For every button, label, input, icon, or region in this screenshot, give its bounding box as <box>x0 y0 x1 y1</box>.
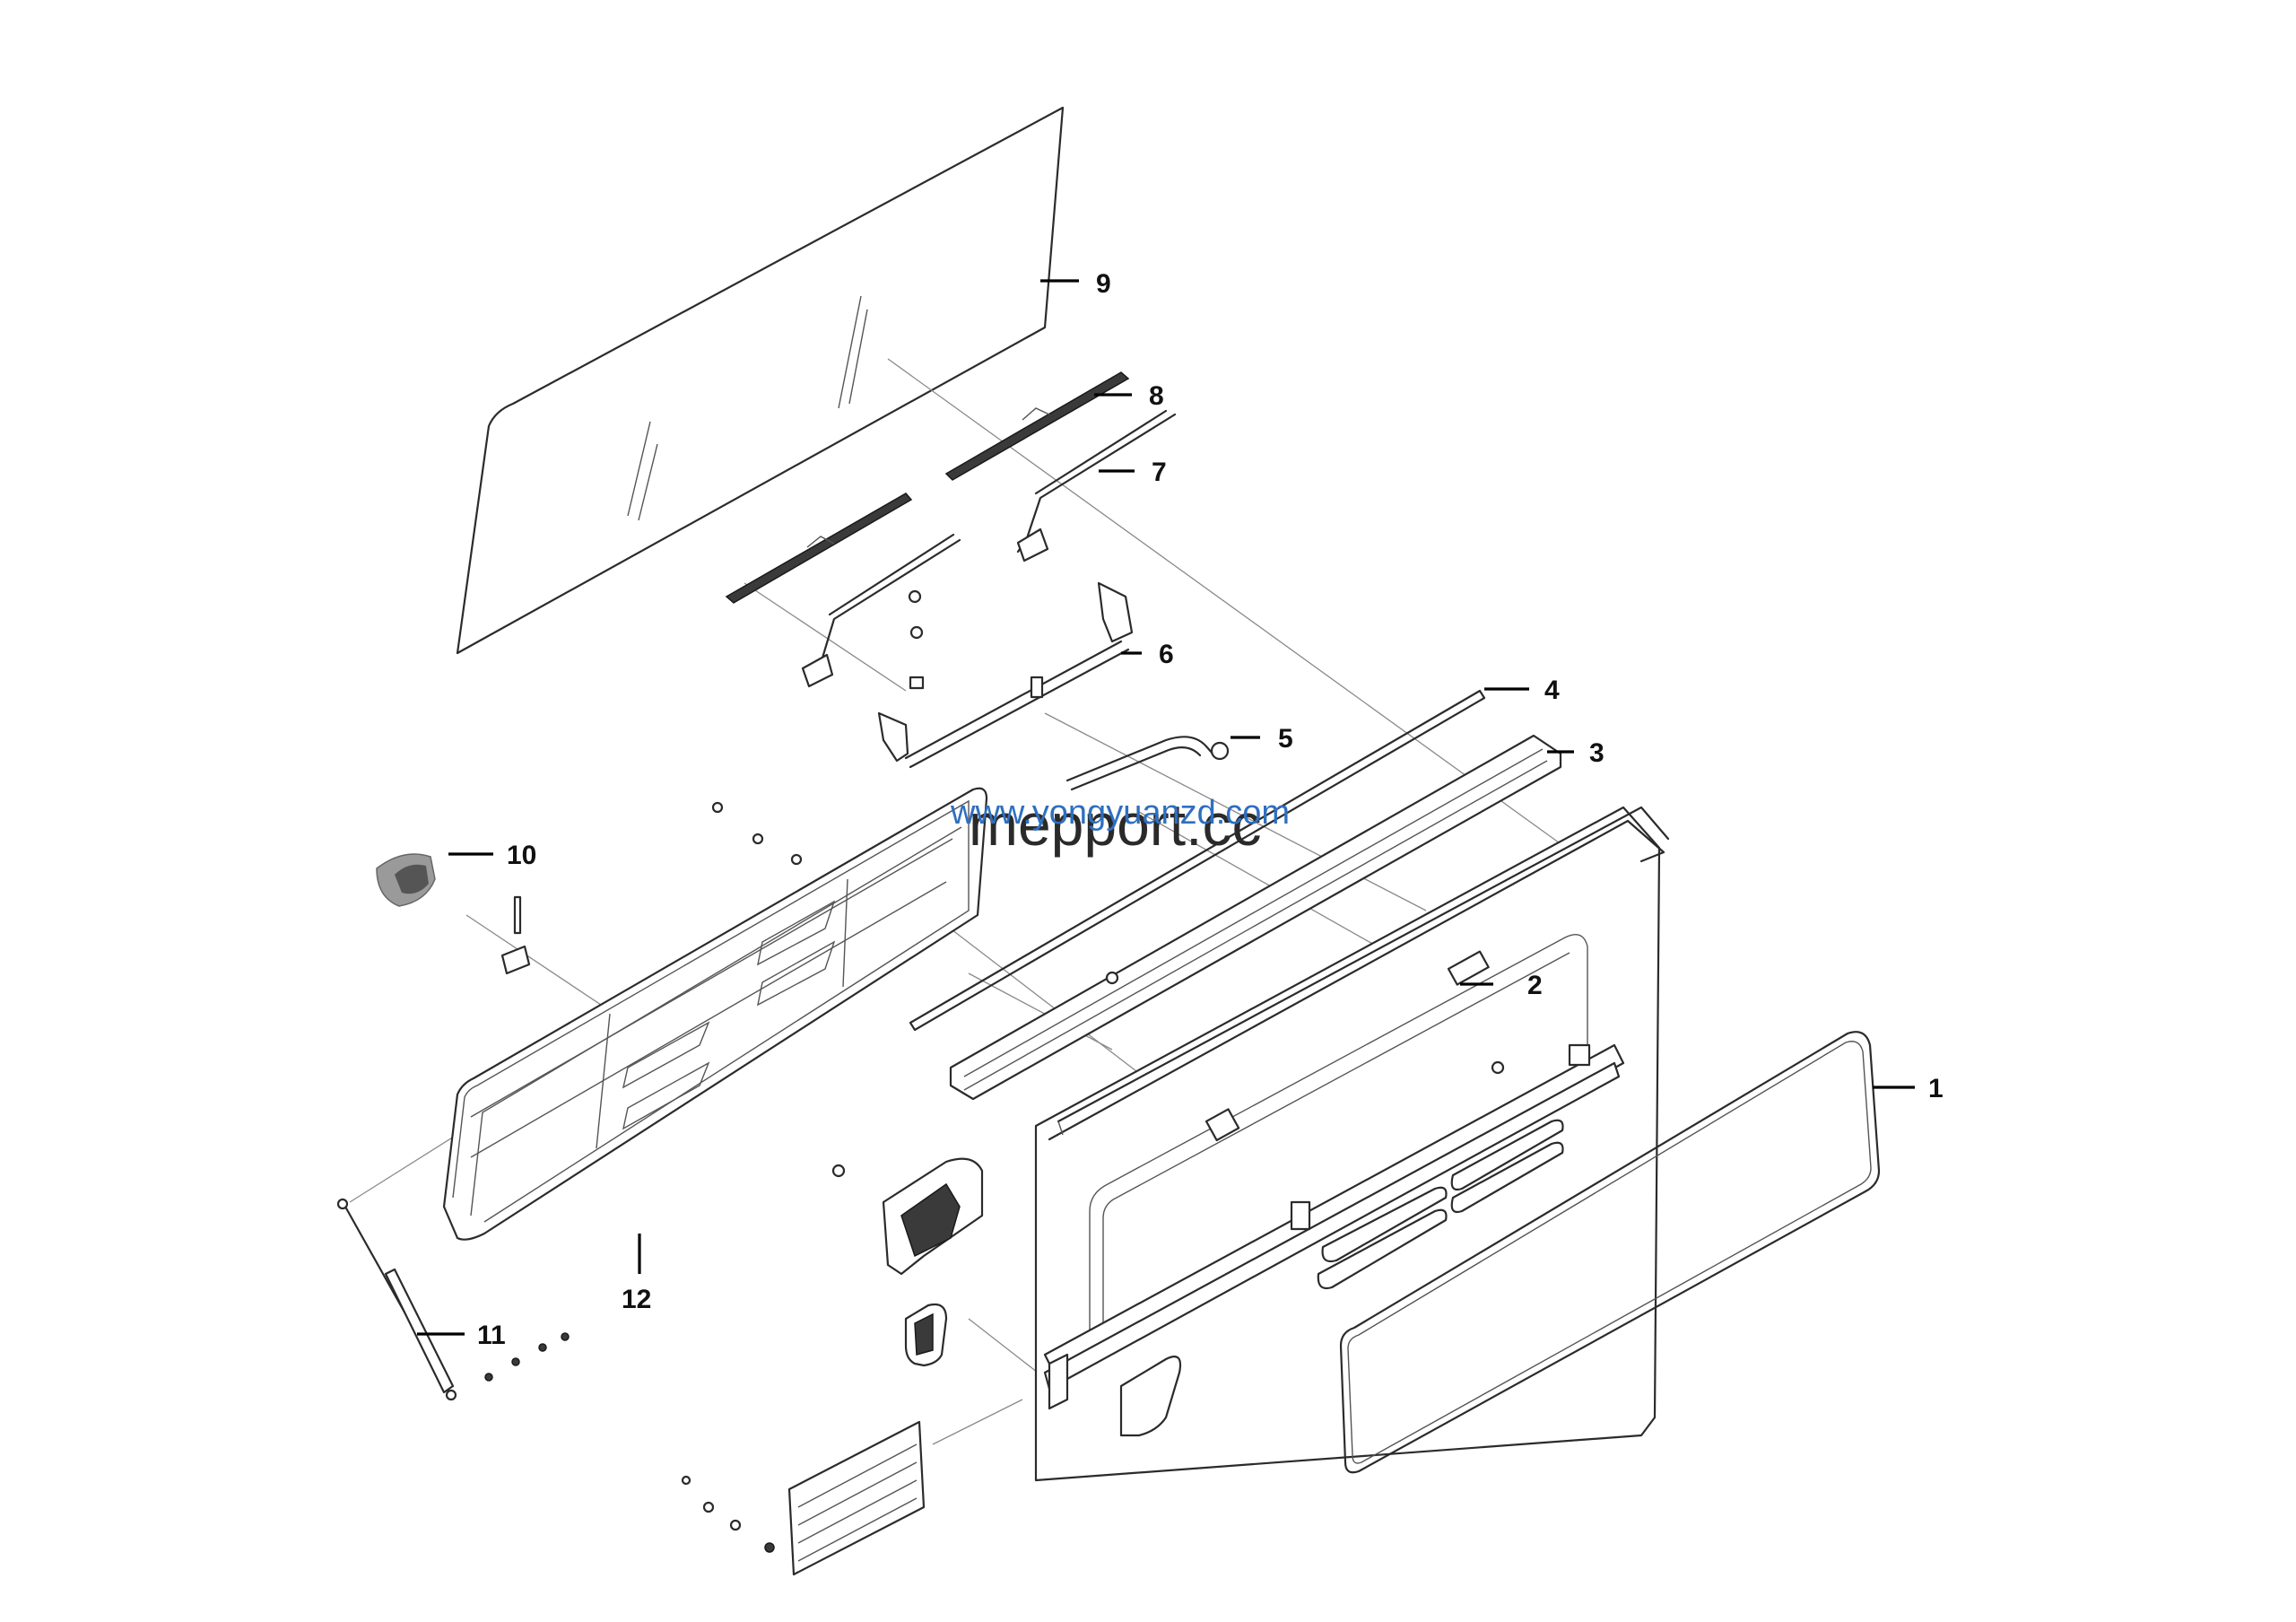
callout-9: 9 <box>1096 269 1111 299</box>
callout-6: 6 <box>1159 640 1174 669</box>
part-window-seal <box>1339 1031 1881 1474</box>
callout-10: 10 <box>507 841 536 870</box>
part-wiper-linkage <box>877 581 1134 769</box>
part-wiper-arms <box>801 409 1177 688</box>
callout-7: 7 <box>1152 458 1167 487</box>
callout-labels: 9 8 7 6 4 5 3 2 1 10 11 12 <box>477 269 1944 1350</box>
watermark-url: www.yongyuanzd.com <box>950 794 1290 832</box>
leader-lines <box>417 279 1915 1336</box>
part-grille-frame <box>442 787 988 1241</box>
part-seal-strip <box>909 689 1486 1032</box>
callout-4: 4 <box>1544 676 1560 705</box>
callout-8: 8 <box>1149 381 1164 411</box>
part-washer-hose <box>1065 736 1230 791</box>
watermark-brand: mepport.cc <box>969 791 1261 858</box>
watermark: mepport.cc www.yongyuanzd.com <box>950 791 1290 858</box>
part-wiper-blades <box>725 371 1130 604</box>
callout-2: 2 <box>1527 971 1543 1000</box>
callout-5: 5 <box>1278 724 1293 754</box>
callout-1: 1 <box>1928 1074 1944 1103</box>
callout-3: 3 <box>1589 738 1605 768</box>
part-gas-strut <box>336 1198 570 1401</box>
part-latch <box>376 853 531 975</box>
part-door-panel <box>1034 806 1670 1482</box>
part-channel-rail <box>949 734 1562 1101</box>
part-vent-louver <box>681 1420 926 1576</box>
part-glass-pane <box>456 106 1065 655</box>
callout-12: 12 <box>622 1285 651 1314</box>
callout-11: 11 <box>477 1321 506 1350</box>
part-lock-mechanism <box>831 1157 984 1367</box>
